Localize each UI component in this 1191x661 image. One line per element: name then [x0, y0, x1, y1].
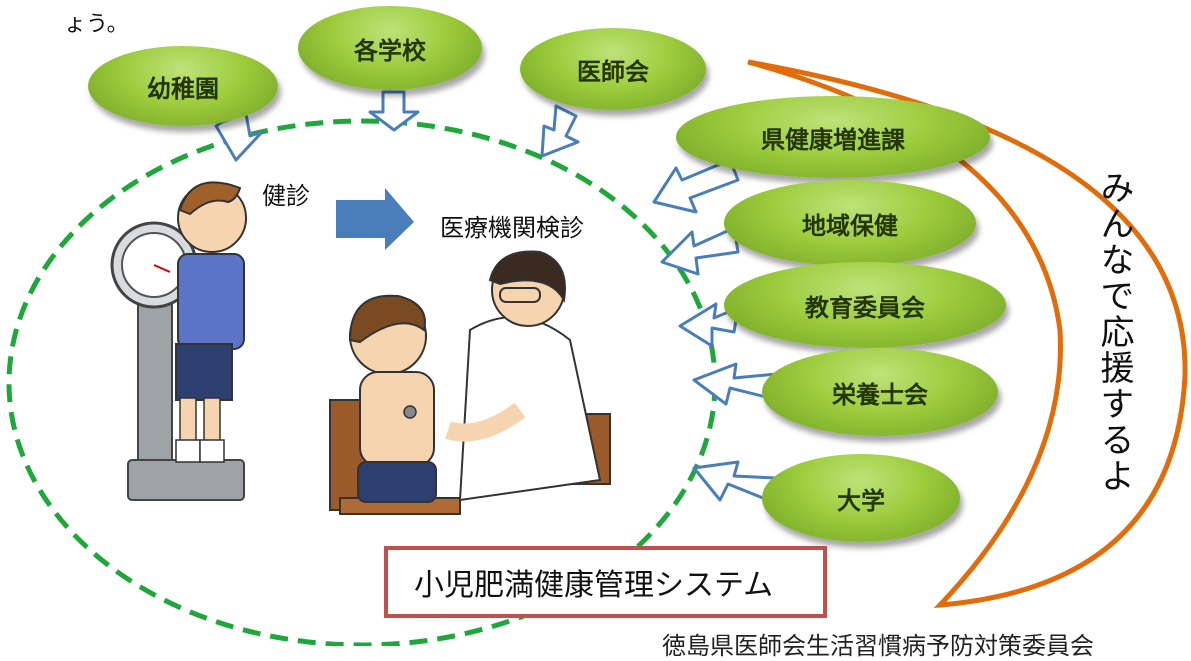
- oval-medical-assoc-label: 医師会: [577, 57, 649, 86]
- arrow-community-health: [660, 226, 740, 276]
- oval-university: 大学: [762, 454, 960, 542]
- oval-dietitian-assoc-label: 栄養士会: [832, 380, 928, 409]
- oval-community-health-label: 地域保健: [802, 211, 898, 240]
- arrow-education-board: [678, 302, 740, 348]
- diagram-graphics: [6, 59, 1188, 646]
- arrow-checkup-to-exam: [336, 188, 414, 250]
- oval-pref-health: 県健康増進課: [676, 96, 990, 178]
- arrow-university: [692, 460, 778, 502]
- oval-kindergarten-label: 幼稚園: [147, 74, 219, 103]
- arrow-pref-health: [652, 158, 740, 214]
- oval-pref-health-label: 県健康増進課: [761, 125, 905, 154]
- diagram-canvas: ょう。 幼稚園 各学校 医師会 県健康増進課 地域保健 教育委員会 栄養士会 大…: [6, 6, 1188, 660]
- oval-schools: 各学校: [298, 6, 482, 90]
- exam-label: 医療機関検診: [440, 214, 584, 242]
- system-title: 小児肥満健康管理システム: [414, 568, 774, 603]
- oval-education-board: 教育委員会: [724, 262, 1006, 348]
- oval-medical-assoc: 医師会: [520, 28, 706, 110]
- top-text-fragment: ょう。: [64, 12, 129, 37]
- scale-illustration: [110, 181, 247, 501]
- oval-kindergarten: 幼稚園: [88, 46, 278, 126]
- oval-dietitian-assoc: 栄養士会: [762, 348, 998, 436]
- oval-schools-label: 各学校: [354, 36, 426, 65]
- arrow-schools: [368, 90, 420, 132]
- oval-university-label: 大学: [837, 486, 885, 515]
- doctor-patient-illustration: [329, 250, 611, 515]
- support-crescent: [747, 59, 1188, 609]
- oval-community-health: 地域保健: [724, 180, 976, 266]
- footer-committee: 徳島県医師会生活習慣病予防対策委員会: [662, 632, 1094, 660]
- arrow-medical: [540, 104, 580, 158]
- system-title-box: 小児肥満健康管理システム: [384, 546, 827, 618]
- oval-education-board-label: 教育委員会: [805, 293, 925, 322]
- checkup-label: 健診: [262, 182, 310, 210]
- support-text: みんなで応援するよ: [1094, 170, 1134, 494]
